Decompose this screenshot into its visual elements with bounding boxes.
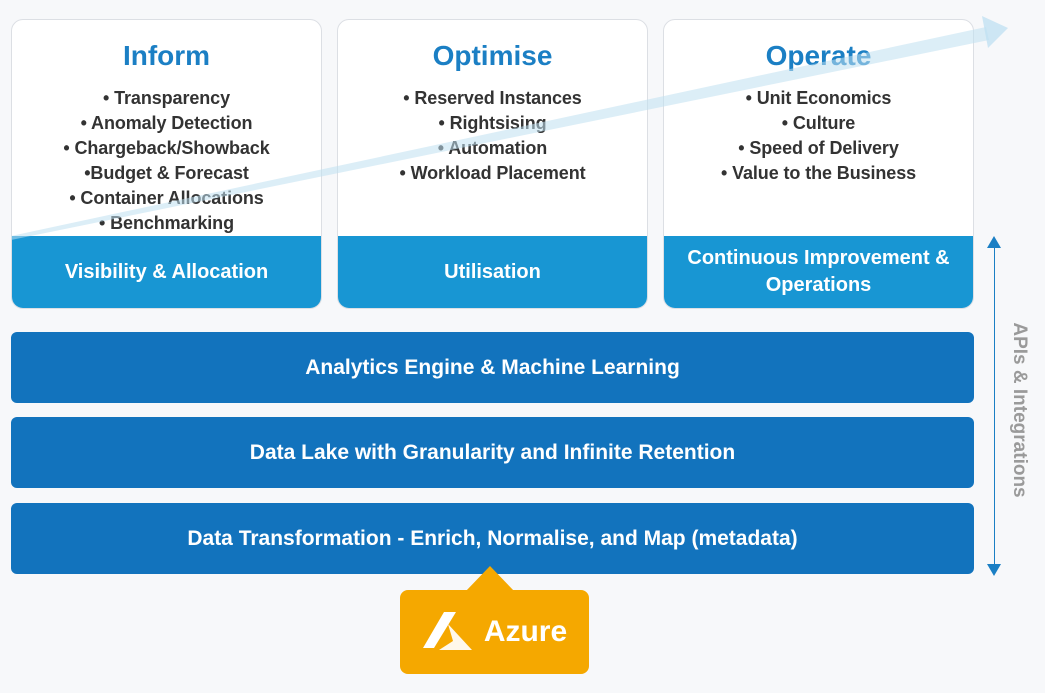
optimise-title: Optimise bbox=[432, 40, 553, 71]
list-item: • Culture bbox=[781, 113, 856, 133]
up-arrow-icon bbox=[465, 566, 515, 592]
list-item: •Budget & Forecast bbox=[84, 163, 249, 183]
data-lake-layer: Data Lake with Granularity and Infinite … bbox=[11, 417, 974, 488]
inform-list: • Transparency • Anomaly Detection • Cha… bbox=[12, 86, 321, 236]
list-item: • Rightsising bbox=[438, 113, 547, 133]
inform-footer: Visibility & Allocation bbox=[12, 236, 321, 308]
analytics-layer: Analytics Engine & Machine Learning bbox=[11, 332, 974, 403]
inform-title: Inform bbox=[122, 40, 211, 71]
azure-source-box: Azure bbox=[400, 590, 589, 674]
progress-arrow-head bbox=[982, 16, 1008, 48]
list-item: • Benchmarking bbox=[99, 213, 234, 233]
operate-list: • Unit Economics • Culture • Speed of De… bbox=[664, 86, 973, 186]
optimise-card: Optimise • Reserved Instances • Rightsis… bbox=[337, 19, 648, 309]
azure-logo-icon bbox=[422, 612, 472, 650]
azure-label: Azure bbox=[483, 615, 568, 648]
operate-footer: Continuous Improvement & Operations bbox=[664, 236, 973, 308]
list-item: • Chargeback/Showback bbox=[63, 138, 270, 158]
operate-card: Operate • Unit Economics • Culture • Spe… bbox=[663, 19, 974, 309]
list-item: • Workload Placement bbox=[399, 163, 586, 183]
list-item: • Unit Economics bbox=[745, 88, 892, 108]
list-item: • Speed of Delivery bbox=[738, 138, 899, 158]
double-arrow-icon bbox=[987, 236, 1001, 576]
list-item: • Container Allocations bbox=[69, 188, 264, 208]
optimise-list: • Reserved Instances • Rightsising • Aut… bbox=[338, 86, 647, 186]
apis-integrations-label: APIs & Integrations bbox=[1009, 322, 1030, 498]
list-item: • Transparency bbox=[103, 88, 230, 108]
inform-card: Inform • Transparency • Anomaly Detectio… bbox=[11, 19, 322, 309]
operate-title: Operate bbox=[765, 40, 872, 71]
list-item: • Value to the Business bbox=[720, 163, 917, 183]
list-item: • Reserved Instances bbox=[403, 88, 582, 108]
optimise-footer: Utilisation bbox=[338, 236, 647, 308]
list-item: • Automation bbox=[437, 138, 548, 158]
vertical-line bbox=[994, 248, 995, 564]
data-transformation-layer: Data Transformation - Enrich, Normalise,… bbox=[11, 503, 974, 574]
list-item: • Anomaly Detection bbox=[80, 113, 253, 133]
